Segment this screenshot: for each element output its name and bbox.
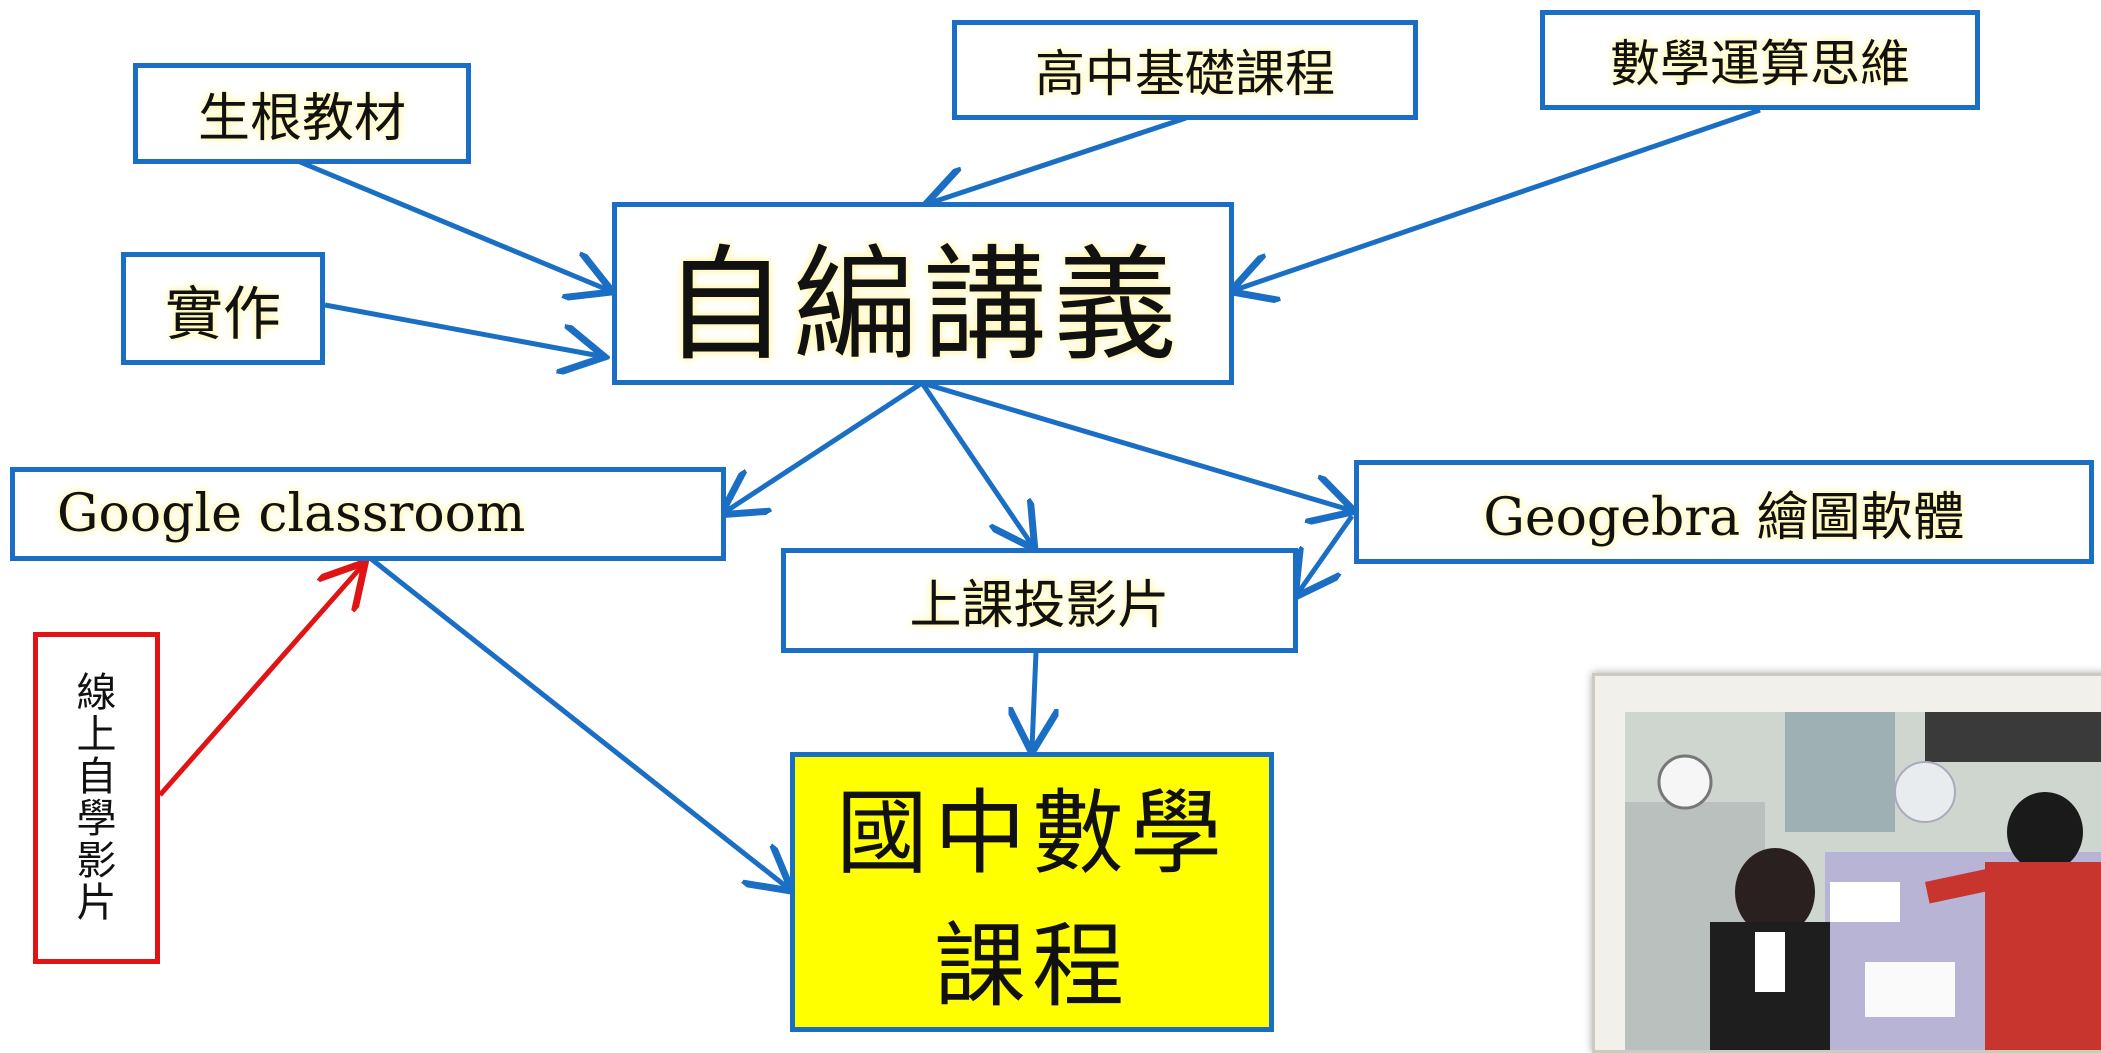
- guozhong-line1: 國中數學: [835, 780, 1228, 887]
- node-shangke: 上課投影片: [781, 548, 1298, 653]
- arrow-gaozhong-to-zibian: [930, 115, 1187, 203]
- node-geogebra: Geogebra 繪圖軟體: [1354, 460, 2094, 564]
- node-guozhong-shuxue: 國中數學 課程: [790, 752, 1274, 1032]
- guozhong-line2: 課程: [933, 913, 1130, 1020]
- node-shuxue-siwei: 數學運算思維: [1540, 10, 1980, 110]
- node-zibian: 自編講義: [612, 202, 1234, 385]
- vertical-char: 自: [76, 754, 117, 800]
- arrow-zibian-to-geogebra: [921, 380, 1350, 510]
- arrow-zibian-to-shangke: [919, 381, 1032, 545]
- node-shizuo: 實作: [121, 252, 325, 365]
- arrow-google-to-guozhong: [368, 556, 788, 888]
- node-shenggen: 生根教材: [133, 63, 471, 164]
- vertical-char: 片: [76, 880, 117, 926]
- node-google-classroom: Google classroom: [10, 467, 726, 561]
- photo-content: [1625, 712, 2101, 1050]
- arrow-shangke-to-guozhong: [1032, 651, 1036, 748]
- classroom-photo: [1592, 673, 2101, 1053]
- photo-illustration: [1625, 712, 2101, 1050]
- vertical-char: 上: [76, 712, 117, 758]
- arrow-geogebra-to-shangke: [1298, 514, 1355, 593]
- arrow-siwei-to-zibian: [1235, 107, 1761, 290]
- arrow-shizuo-to-zibian: [324, 302, 600, 356]
- arrow-shenggen-to-zibian: [299, 159, 608, 290]
- vertical-char: 線: [76, 670, 117, 716]
- node-xianshang-zixue: 線 上 自 學 影 片: [33, 632, 160, 964]
- arrow-xianshang-to-google: [158, 566, 362, 797]
- arrow-zibian-to-google: [725, 380, 924, 512]
- vertical-char: 學: [76, 796, 117, 842]
- node-gaozhong: 高中基礎課程: [952, 20, 1418, 120]
- vertical-char: 影: [76, 838, 117, 884]
